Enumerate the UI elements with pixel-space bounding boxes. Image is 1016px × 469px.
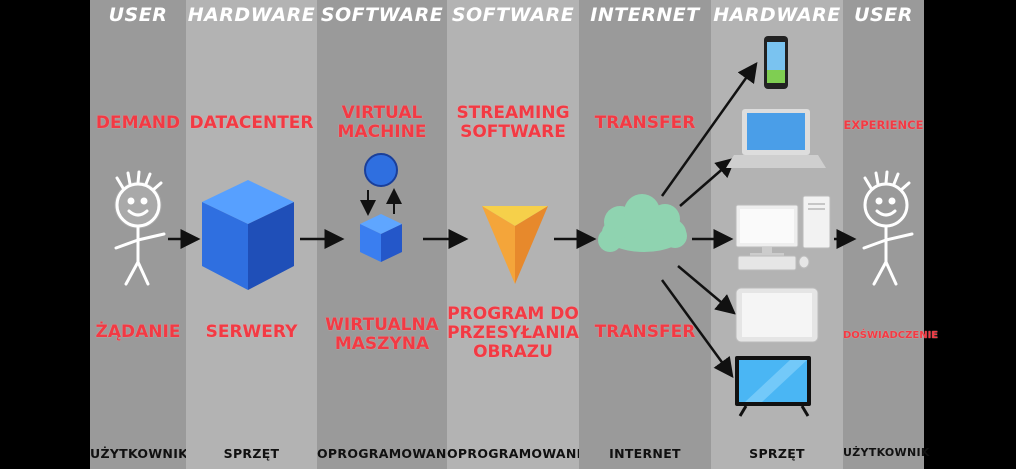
cube-icon	[202, 180, 294, 290]
column-user-right: USER EXPERIENCE DOŚWIADCZENIE UŻYTKOWNIK	[843, 0, 939, 469]
arrow	[660, 279, 734, 379]
top-label: TRANSFER	[594, 113, 696, 133]
bottom-label: PROGRAM DO PRZESYŁANIA OBRAZU	[447, 304, 579, 362]
tablet-icon	[735, 287, 819, 343]
diagram: USER DEMAND ŻĄDANIE UŻYTKOWNIK HARDWARE …	[90, 0, 939, 469]
top-label: EXPERIENCE	[843, 118, 924, 132]
top-label: VIRTUAL MACHINE	[337, 103, 427, 142]
top-label: DATACENTER	[189, 113, 314, 133]
desktop-pc-icon	[735, 195, 831, 271]
column-footer: UŻYTKOWNIK	[843, 446, 930, 459]
column-header: HARDWARE	[187, 4, 316, 26]
column-footer: UŻYTKOWNIK	[90, 446, 189, 461]
column-user-left: USER DEMAND ŻĄDANIE UŻYTKOWNIK	[90, 0, 189, 469]
diagram-graphics	[114, 36, 914, 417]
stick-figure-icon	[114, 170, 166, 286]
cloud-icon	[598, 194, 687, 252]
column-header: INTERNET	[590, 4, 700, 26]
column-software-vm: SOFTWARE VIRTUAL MACHINE WIRTUALNA MASZY…	[317, 0, 461, 469]
column-header: USER	[854, 4, 913, 26]
column-footer: OPROGRAMOWANIE	[317, 446, 461, 461]
column-header: HARDWARE	[713, 4, 841, 26]
arrow	[677, 265, 736, 315]
arrow	[679, 157, 736, 207]
column-software-stream: SOFTWARE STREAMING SOFTWARE PROGRAM DO P…	[447, 0, 591, 469]
column-header: SOFTWARE	[451, 4, 575, 26]
column-footer: SPRZĘT	[223, 446, 280, 461]
column-header: SOFTWARE	[320, 4, 444, 26]
column-footer: SPRZĘT	[749, 446, 805, 461]
prism-icon	[482, 206, 548, 284]
tv-icon	[735, 356, 811, 417]
top-label: STREAMING SOFTWARE	[456, 103, 570, 142]
bottom-label: WIRTUALNA MASZYNA	[325, 315, 439, 354]
bottom-label: TRANSFER	[594, 322, 696, 342]
bottom-label: DOŚWIADCZENIE	[843, 330, 939, 341]
column-footer: OPROGRAMOWANIE	[447, 446, 591, 461]
cube-icon	[360, 214, 402, 262]
bottom-label: SERWERY	[205, 322, 298, 342]
column-header: USER	[108, 4, 168, 26]
laptop-icon	[726, 109, 826, 168]
stick-figure-icon	[862, 170, 914, 286]
arrow	[660, 61, 758, 197]
circle-node-icon	[364, 153, 398, 187]
column-footer: INTERNET	[609, 446, 681, 461]
bottom-label: ŻĄDANIE	[95, 322, 181, 342]
smartphone-icon	[764, 36, 788, 89]
top-label: DEMAND	[95, 113, 181, 133]
